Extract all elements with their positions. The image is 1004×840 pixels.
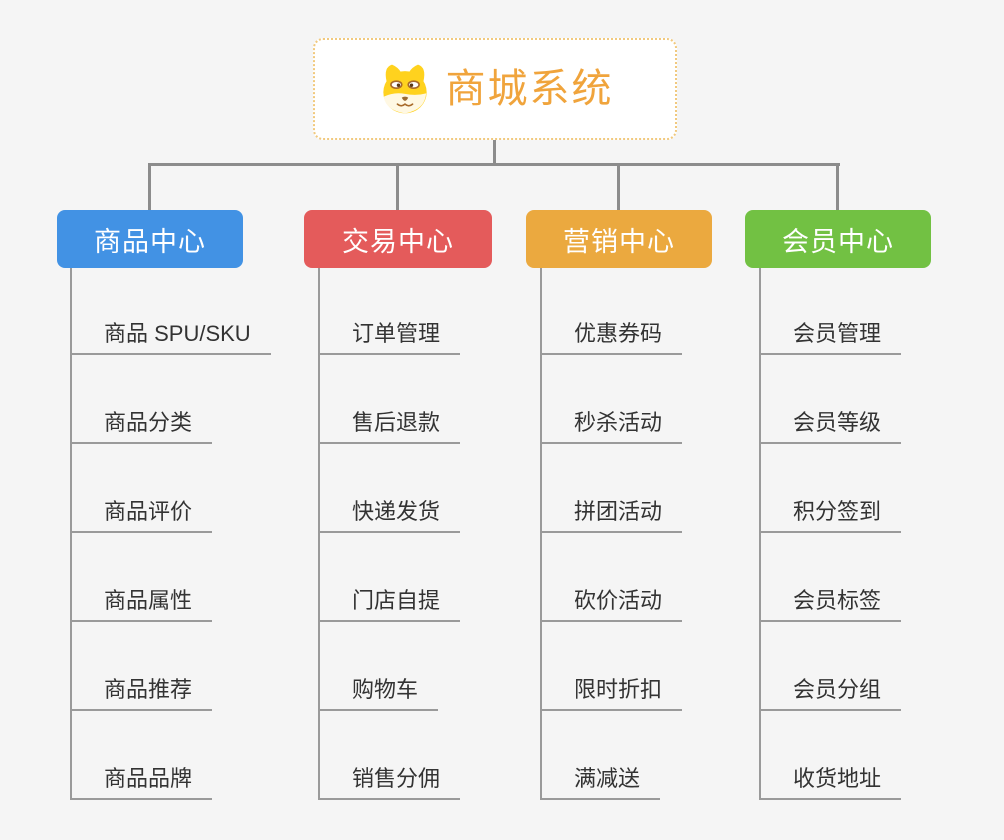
branch-node-product-center[interactable]: 商品中心 xyxy=(57,210,243,268)
rail-marketing-center xyxy=(540,268,542,800)
connector-drop-trade xyxy=(396,163,399,210)
connector-drop-marketing xyxy=(617,163,620,210)
root-title: 商城系统 xyxy=(445,67,614,111)
leaf-node[interactable]: 门店自提 xyxy=(319,580,461,622)
leaf-node[interactable]: 会员标签 xyxy=(760,580,902,622)
leaf-node[interactable]: 销售分佣 xyxy=(319,758,461,800)
branch-node-trade-center[interactable]: 交易中心 xyxy=(304,210,492,268)
leaf-node[interactable]: 限时折扣 xyxy=(541,669,683,711)
leaf-node[interactable]: 订单管理 xyxy=(319,313,461,355)
rail-member-center xyxy=(759,268,761,800)
leaf-node[interactable]: 商品分类 xyxy=(71,402,213,444)
leaf-node[interactable]: 会员等级 xyxy=(760,402,902,444)
root-node[interactable]: 商城系统 xyxy=(313,38,677,140)
leaf-node[interactable]: 收货地址 xyxy=(760,758,902,800)
leaf-node[interactable]: 商品品牌 xyxy=(71,758,213,800)
branch-node-member-center[interactable]: 会员中心 xyxy=(745,210,931,268)
leaf-node[interactable]: 砍价活动 xyxy=(541,580,683,622)
leaf-node[interactable]: 售后退款 xyxy=(319,402,461,444)
rail-product-center xyxy=(70,268,72,800)
leaf-node[interactable]: 优惠券码 xyxy=(541,313,683,355)
leaf-node[interactable]: 商品属性 xyxy=(71,580,213,622)
leaf-node[interactable]: 商品 SPU/SKU xyxy=(71,313,271,355)
leaf-node[interactable]: 商品推荐 xyxy=(71,669,213,711)
connector-drop-member xyxy=(836,163,839,210)
leaf-node[interactable]: 积分签到 xyxy=(760,491,902,533)
leaf-node[interactable]: 秒杀活动 xyxy=(541,402,683,444)
connector-root-stem xyxy=(493,140,496,165)
leaf-node[interactable]: 购物车 xyxy=(319,669,439,711)
leaf-node[interactable]: 会员管理 xyxy=(760,313,902,355)
leaf-node[interactable]: 快递发货 xyxy=(319,491,461,533)
leaf-node[interactable]: 满减送 xyxy=(541,758,661,800)
leaf-node[interactable]: 商品评价 xyxy=(71,491,213,533)
connector-drop-product xyxy=(148,163,151,210)
leaf-node[interactable]: 拼团活动 xyxy=(541,491,683,533)
leaf-node[interactable]: 会员分组 xyxy=(760,669,902,711)
connector-horizontal-bus xyxy=(148,163,840,166)
branch-node-marketing-center[interactable]: 营销中心 xyxy=(526,210,712,268)
dog-icon xyxy=(382,64,427,114)
rail-trade-center xyxy=(318,268,320,800)
